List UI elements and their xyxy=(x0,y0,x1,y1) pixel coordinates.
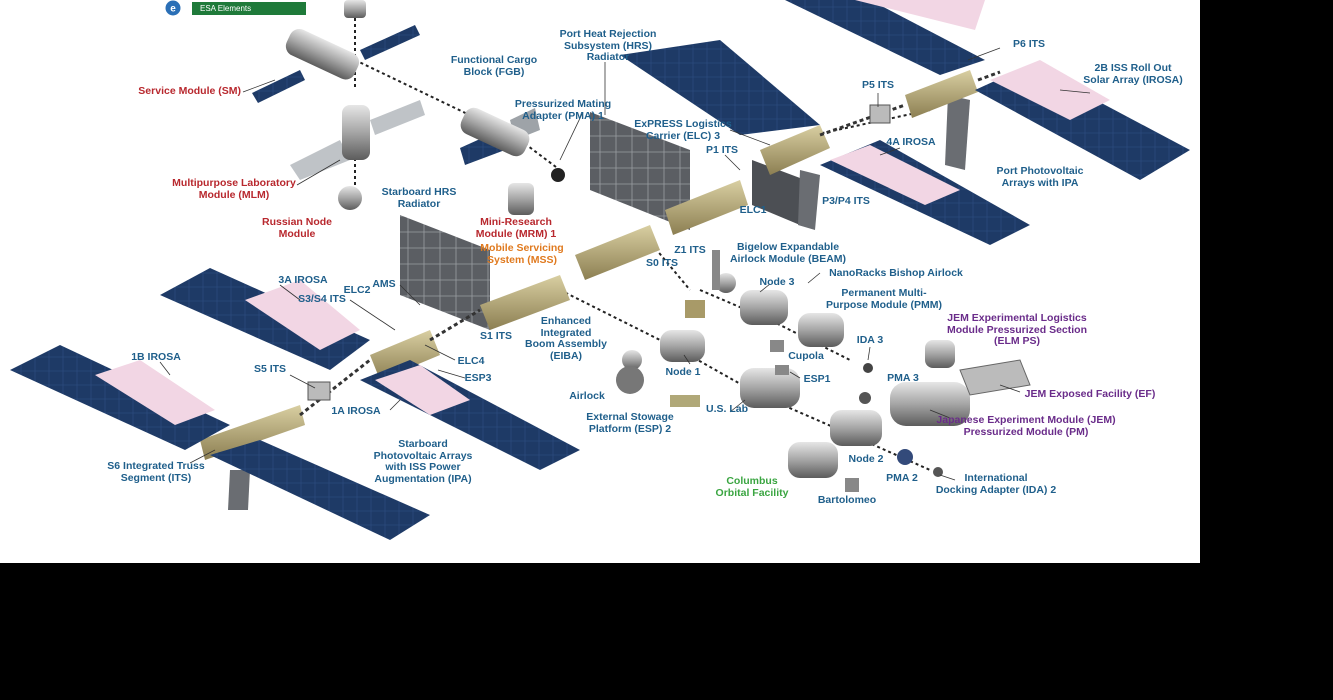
label-elc2: ELC2 xyxy=(343,284,371,296)
svg-text:e: e xyxy=(170,4,176,15)
diagram-canvas: e ESA Elements Service Module (SM) Funct… xyxy=(0,0,1200,563)
label-elc4: ELC4 xyxy=(457,355,485,367)
label-p6: P6 ITS xyxy=(1012,38,1046,50)
esa-elements-swatch: ESA Elements xyxy=(192,1,306,15)
port-solar-arrays xyxy=(620,0,1190,245)
label-s5: S5 ITS xyxy=(253,363,287,375)
label-pma3: PMA 3 xyxy=(887,372,919,384)
label-node1: Node 1 xyxy=(665,366,701,378)
esa-legend: e ESA Elements xyxy=(160,0,306,16)
label-nanoracks: NanoRacks Bishop Airlock xyxy=(829,267,963,279)
label-s3s4: S3/S4 ITS xyxy=(298,293,346,305)
label-jem-ef: JEM Exposed Facility (EF) xyxy=(1024,388,1156,400)
esa-logo-icon: e xyxy=(165,0,181,16)
label-pmm: Permanent Multi-Purpose Module (PMM) xyxy=(825,287,943,311)
label-ida3: IDA 3 xyxy=(856,334,884,346)
main-truss xyxy=(200,70,1001,460)
label-pma2: PMA 2 xyxy=(886,472,918,484)
label-3a-irosa: 3A IROSA xyxy=(278,274,328,286)
label-service-module: Service Module (SM) xyxy=(138,85,241,97)
us-modules xyxy=(616,250,1031,492)
label-esp3: ESP3 xyxy=(464,372,492,384)
label-cupola: Cupola xyxy=(788,350,824,362)
label-4a-irosa: 4A IROSA xyxy=(886,136,936,148)
label-s0: S0 ITS xyxy=(645,257,679,269)
label-us-lab: U.S. Lab xyxy=(705,403,749,415)
label-1b-irosa: 1B IROSA xyxy=(131,351,181,363)
label-airlock: Airlock xyxy=(569,390,605,402)
label-bartolomeo: Bartolomeo xyxy=(817,494,877,506)
starboard-solar-arrays xyxy=(10,268,580,540)
label-esp1: ESP1 xyxy=(803,373,831,385)
radiators xyxy=(228,95,970,510)
label-p1: P1 ITS xyxy=(705,144,739,156)
label-z1: Z1 ITS xyxy=(674,244,706,256)
label-s1: S1 ITS xyxy=(479,330,513,342)
label-jem-pm: Japanese Experiment Module (JEM)Pressuri… xyxy=(936,414,1116,438)
label-elc1: ELC1 xyxy=(739,204,767,216)
label-p5: P5 ITS xyxy=(861,79,895,91)
label-node2: Node 2 xyxy=(848,453,884,465)
russian-modules xyxy=(285,0,565,215)
station-illustration xyxy=(10,0,1190,540)
label-ams: AMS xyxy=(372,278,396,290)
label-1a-irosa: 1A IROSA xyxy=(331,405,381,417)
label-p3p4: P3/P4 ITS xyxy=(822,195,870,207)
label-node3: Node 3 xyxy=(759,276,795,288)
label-leaders xyxy=(159,47,1091,481)
